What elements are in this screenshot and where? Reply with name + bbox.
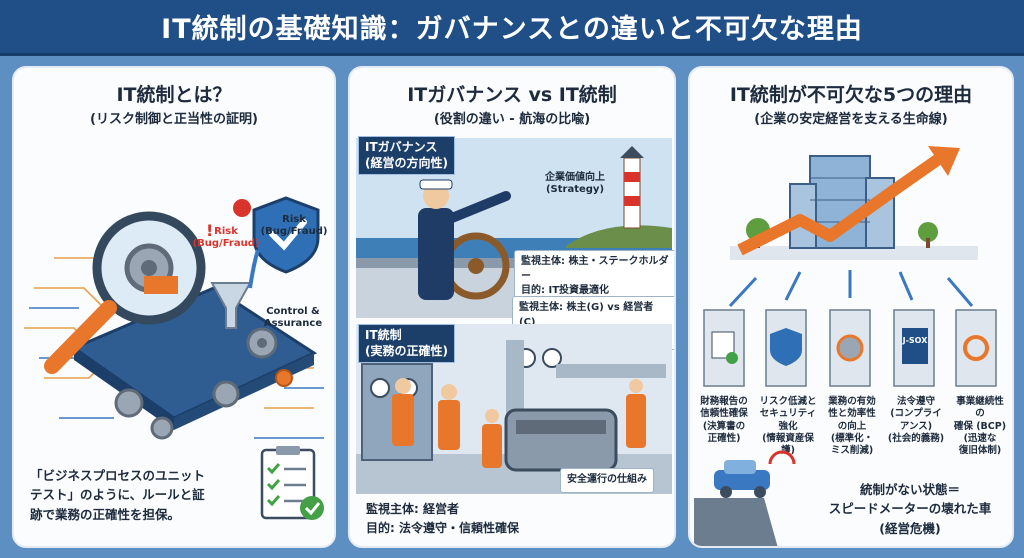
panel-title: IT統制とは？: [116, 84, 232, 106]
worker-figure: [482, 424, 502, 468]
bug-icon: [233, 199, 251, 217]
growth-arrow: [737, 153, 944, 256]
panel-subtitle: (企業の安定経営を支える生命線): [754, 112, 948, 127]
broken-speedometer-car-illustration: [694, 450, 796, 546]
lighthouse-icon: [623, 157, 641, 229]
engine-machine: [504, 408, 618, 472]
captain-figure: [418, 208, 454, 300]
control-assurance-label: Control & Assurance: [263, 306, 323, 329]
pillars-row: [703, 309, 997, 387]
growth-illustration: [728, 146, 978, 308]
pillar-icon: [955, 309, 997, 387]
panel-title: ITガバナンス vs IT統制: [407, 84, 617, 106]
gauge-icon: [370, 378, 390, 398]
lock-shield-icon: [770, 328, 802, 366]
reason-compliance: 法令遵守 (コンプライ アンス) (社会的義務): [887, 396, 945, 445]
svg-text:!: !: [206, 221, 213, 240]
worker-figure: [626, 394, 646, 448]
panel-subtitle: (リスク制御と正当性の証明): [90, 112, 258, 127]
governance-tag: ITガバナンス (経営の方向性): [358, 136, 455, 176]
worker-figure: [438, 400, 460, 450]
reason-financial-reporting: 財務報告の 信頼性確保 (決算書の 正確性): [700, 396, 748, 445]
page-title: IT統制の基礎知識：ガバナンスとの違いと不可欠な理由: [161, 14, 863, 45]
reason-risk-security: リスク低減と セキュリティ 強化 (情報資産保護): [759, 396, 817, 457]
circuit-board-illustration: !: [24, 196, 324, 440]
gear-icon: [275, 369, 293, 387]
panel-title: IT統制が不可欠な5つの理由: [729, 84, 973, 106]
gear-icon: [212, 380, 240, 408]
cycle-gear-icon: [836, 334, 864, 362]
title-banner: IT統制の基礎知識：ガバナンスとの違いと不可欠な理由: [0, 0, 1024, 56]
panel-five-reasons: IT統制が不可欠な5つの理由 (企業の安定経営を支える生命線) J-SOX 財務…: [688, 66, 1014, 548]
reason-efficiency: 業務の有効 性と効率性 の向上 (標準化・ ミス削減): [828, 396, 876, 457]
gear-icon: [114, 388, 144, 418]
speedometer-icon: [768, 450, 796, 465]
panel-what-is-it-control: IT統制とは？ (リスク制御と正当性の証明) !: [12, 66, 336, 548]
safety-mechanism-label: 安全運行の仕組み: [560, 468, 654, 493]
warning-caption: 統制がない状態＝ スピードメーターの壊れた車 (経営危機): [828, 482, 992, 536]
it-control-description: 監視主体: 経営者 目的: 法令遵守・信頼性確保: [366, 502, 519, 535]
reason-bcp: 事業継続性 の 確保 (BCP) (迅速な 復旧体制): [953, 396, 1007, 457]
car-icon: [714, 470, 770, 490]
document-icon: [711, 331, 735, 359]
strategy-label: 企業価値向上 (Strategy): [545, 172, 605, 195]
panel1-description: 「ビジネスプロセスのユニット テスト」のように、ルールと証 跡で業務の正確性を担…: [30, 468, 206, 522]
governance-info-box: 監視主体: 株主・ステークホルダー 目的: IT投資最適化: [514, 250, 674, 304]
panel-subtitle: (役割の違い - 航海の比喩): [433, 112, 591, 127]
gear-icon: [150, 416, 174, 440]
worker-figure: [392, 394, 414, 446]
shield-check-icon: [252, 196, 320, 274]
risk-label-red: Risk (Bug/Fraud): [192, 226, 260, 249]
risk-label: Risk (Bug/Fraud): [260, 214, 328, 237]
recovery-icon: [963, 335, 989, 361]
gauge-icon: [542, 348, 562, 368]
it-control-tag: IT統制 (実務の正確性): [358, 324, 455, 364]
jsox-label: J-SOX: [902, 336, 928, 345]
checklist-icon: [260, 446, 324, 520]
panel-governance-vs-control: ITガバナンス vs IT統制 (役割の違い - 航海の比喩) ITガバナンス …: [348, 66, 676, 548]
